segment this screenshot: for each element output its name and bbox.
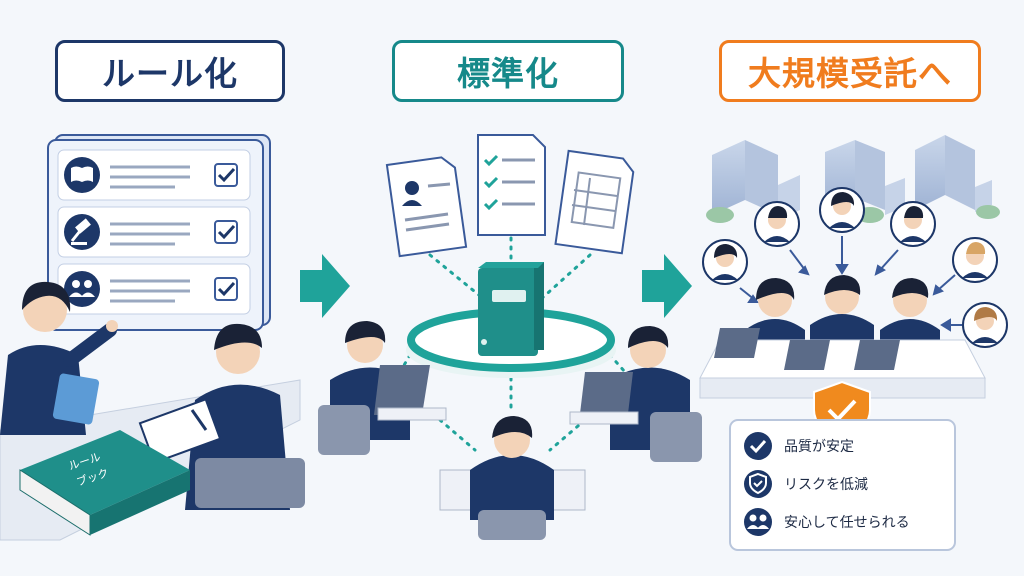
document-table: [554, 149, 635, 255]
rule-board: [47, 134, 271, 331]
laptop-icon: [784, 340, 830, 370]
worker-left: [318, 321, 447, 455]
checkbox-icon: [214, 277, 238, 301]
worker-right: [569, 326, 702, 462]
benefit-label: 品質が安定: [784, 439, 854, 455]
checkbox-icon: [214, 220, 238, 244]
people-icon: [64, 271, 100, 307]
laptop-icon: [714, 328, 760, 358]
checkbox-icon: [214, 163, 238, 187]
presenter-woman: [0, 281, 118, 435]
benefit-label: 安心して任せられる: [784, 515, 910, 531]
book-rule-row: [57, 149, 251, 201]
team-rule-row: [57, 263, 251, 315]
avatar: [819, 187, 865, 233]
benefit-label: リスクを低減: [784, 476, 868, 493]
document-profile: [385, 156, 468, 258]
manual-binder-icon: [478, 262, 544, 356]
office-team: [699, 275, 986, 399]
step-3-title: 大規模受託へ: [719, 40, 981, 102]
benefits-card: [729, 419, 956, 551]
worker-man: [138, 323, 305, 510]
arrow-1-icon: [300, 254, 350, 318]
avatar: [962, 302, 1008, 348]
arrow-2-icon: [642, 254, 692, 318]
office-buildings: [706, 135, 1000, 223]
worker-bottom: [439, 416, 586, 540]
step-1-title: ルール化: [55, 40, 285, 102]
step-2-title: 標準化: [392, 40, 624, 102]
avatar: [890, 201, 936, 247]
rulebook-icon: ルール ブック: [19, 430, 190, 536]
staff-avatars: [702, 187, 1008, 348]
people-icon: [744, 508, 772, 536]
law-rule-row: [57, 206, 251, 258]
document-checklist: [477, 134, 546, 236]
check-circle-icon: [744, 432, 772, 460]
shield-check-icon: [744, 470, 772, 498]
avatar: [702, 239, 748, 285]
avatar: [754, 201, 800, 247]
avatar: [952, 237, 998, 283]
laptop-icon: [854, 340, 900, 370]
